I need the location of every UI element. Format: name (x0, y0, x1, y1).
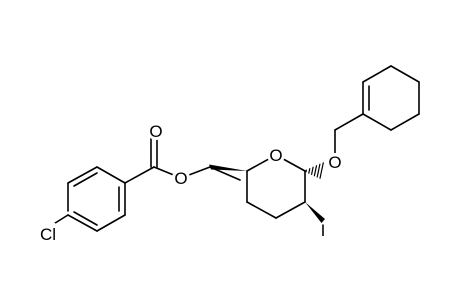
wedge-bond-iodine (305, 202, 325, 223)
iodine-atom-label: I (321, 221, 326, 240)
carbonyl-oxygen-label: O (149, 122, 162, 141)
oxane-ring (246, 154, 306, 219)
chlorine-atom-label: Cl (40, 225, 56, 244)
chlorobenzene-ring (67, 166, 126, 232)
ether-chain (334, 113, 364, 163)
ester-oxygen-label: O (174, 169, 187, 188)
bond-cl (51, 214, 69, 226)
cyclohexene-ring (362, 65, 420, 131)
ether-oxygen-label: O (328, 153, 341, 172)
wedge-bond-ch2 (209, 164, 247, 171)
ring-oxygen-label: O (269, 146, 282, 165)
hashed-bond-ether (305, 162, 324, 179)
